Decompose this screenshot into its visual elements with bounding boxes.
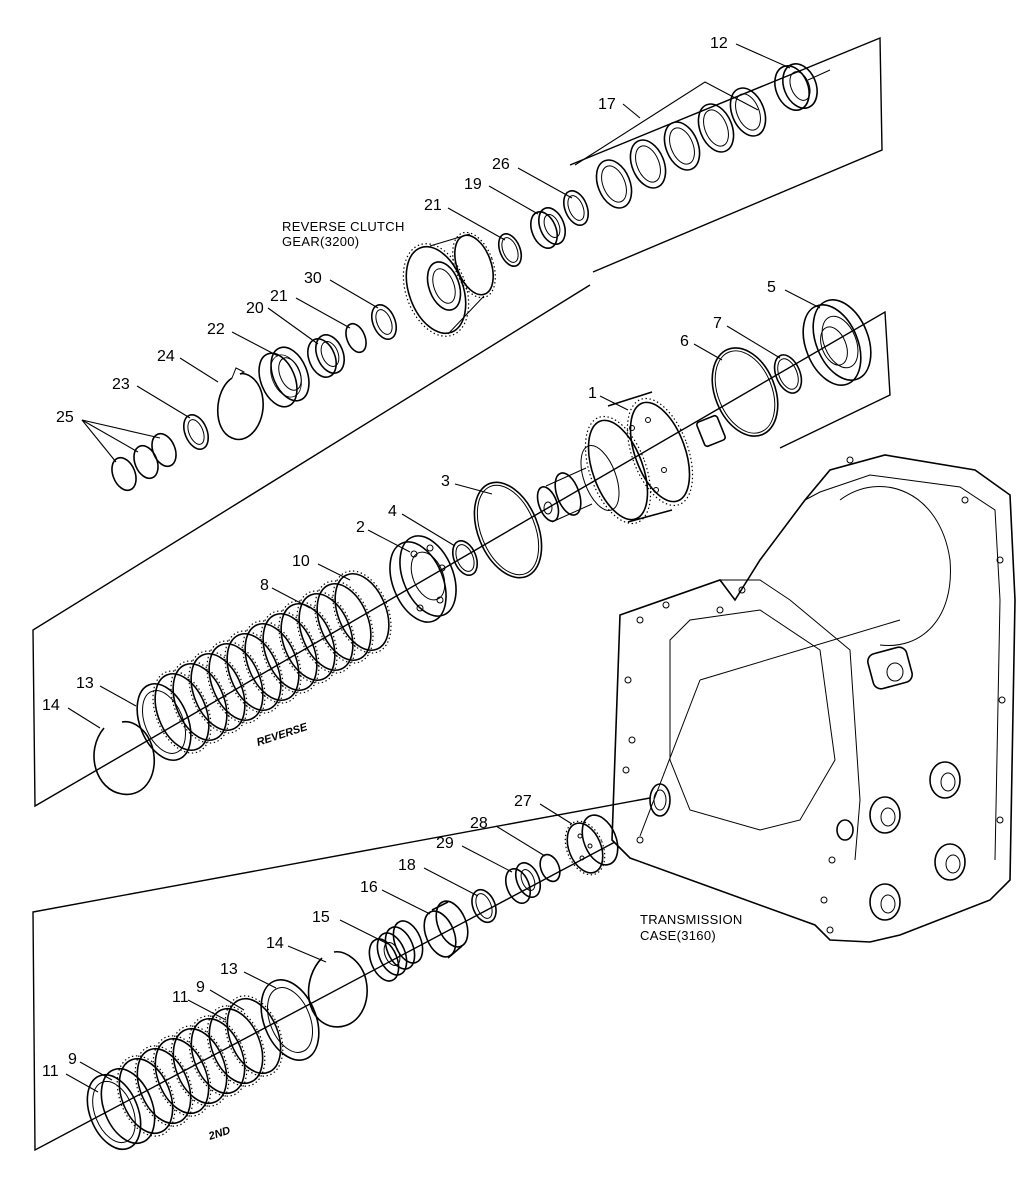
callout-12: 12: [710, 35, 728, 52]
callout-9-lower: 9: [68, 1051, 77, 1068]
callout-5: 5: [767, 279, 776, 296]
callout-4: 4: [388, 503, 397, 520]
callout-11-lower: 11: [42, 1063, 59, 1080]
piston-2: [389, 535, 457, 623]
callout-27: 27: [514, 793, 532, 810]
plate-13-lower: [260, 979, 320, 1061]
snap-ring-21-upper: [497, 232, 523, 268]
snap-ring-14-lower: [307, 951, 368, 1028]
clutch-hub-1: [536, 391, 726, 525]
reverse-clutch-gear-label-2: GEAR(3200): [282, 234, 359, 249]
reverse-clutch-gear: [402, 231, 496, 337]
callout-25: 25: [56, 409, 74, 426]
callout-numbers: 12 17 26 19 21 30 21 20 22 24 23 25 5 7 …: [42, 35, 776, 1080]
reverse-clutch-gear-label-1: REVERSE CLUTCH: [282, 219, 405, 234]
snap-ring-21-lower: [345, 322, 367, 354]
callout-17: 17: [598, 96, 616, 113]
ring-23: [182, 414, 210, 450]
callout-14-upper: 14: [42, 697, 60, 714]
callout-10: 10: [292, 553, 310, 570]
callout-3: 3: [441, 473, 450, 490]
callout-11-upper: 11: [172, 989, 189, 1006]
callout-19: 19: [464, 176, 482, 193]
o-ring-4: [451, 540, 479, 576]
o-ring-7: [773, 354, 803, 394]
rings-25: [111, 432, 177, 492]
seal-5: [802, 299, 872, 386]
bearing-19: [529, 207, 567, 249]
snap-ring-30: [370, 304, 398, 340]
second-clutch-pack: [86, 995, 284, 1151]
lower-frame: [32, 797, 651, 1152]
callout-14-lower: 14: [266, 935, 284, 952]
callout-21-lower: 21: [270, 288, 288, 305]
gear-27: [564, 814, 619, 876]
seal-12: [774, 63, 831, 111]
callout-6: 6: [680, 333, 689, 350]
callout-13-upper: 13: [76, 675, 94, 692]
middle-frame: [32, 284, 891, 808]
callout-2: 2: [356, 519, 365, 536]
callout-9-upper: 9: [196, 979, 205, 996]
spring-15: [368, 920, 424, 982]
callout-24: 24: [157, 348, 175, 365]
callout-30: 30: [304, 270, 322, 287]
callout-15: 15: [312, 909, 330, 926]
callout-21-upper: 21: [424, 197, 442, 214]
callout-22: 22: [207, 321, 225, 338]
transmission-case: [611, 454, 1016, 943]
sleeve-16: [423, 900, 469, 959]
callout-29: 29: [436, 835, 454, 852]
snap-ring-26: [562, 190, 590, 226]
bearing-20: [307, 334, 345, 378]
leader-lines: [65, 43, 821, 1093]
second-pack-label: 2ND: [206, 1125, 232, 1144]
callout-8: 8: [260, 577, 269, 594]
snap-ring-24: [216, 367, 264, 441]
o-ring-3: [473, 481, 543, 579]
callout-23: 23: [112, 376, 130, 393]
bearing-22: [258, 346, 310, 408]
callout-16: 16: [360, 879, 378, 896]
upper-frame: [569, 36, 883, 273]
shims-17: [595, 87, 767, 209]
seal-ring-6: [711, 347, 779, 437]
bearing-29: [504, 862, 542, 904]
snap-ring-14-upper: [93, 720, 156, 796]
callout-7: 7: [713, 315, 722, 332]
callout-20: 20: [246, 300, 264, 317]
callout-18: 18: [398, 857, 416, 874]
reverse-pack-label: REVERSE: [255, 721, 309, 749]
reverse-clutch-pack: [136, 570, 392, 761]
ring-28: [539, 853, 561, 883]
callout-13-lower: 13: [220, 961, 238, 978]
callout-1: 1: [588, 385, 597, 402]
transmission-case-label-1: TRANSMISSION: [640, 912, 743, 927]
callout-28: 28: [470, 815, 488, 832]
transmission-case-label-2: CASE(3160): [640, 928, 716, 943]
ring-18: [471, 888, 497, 924]
callout-26: 26: [492, 156, 510, 173]
